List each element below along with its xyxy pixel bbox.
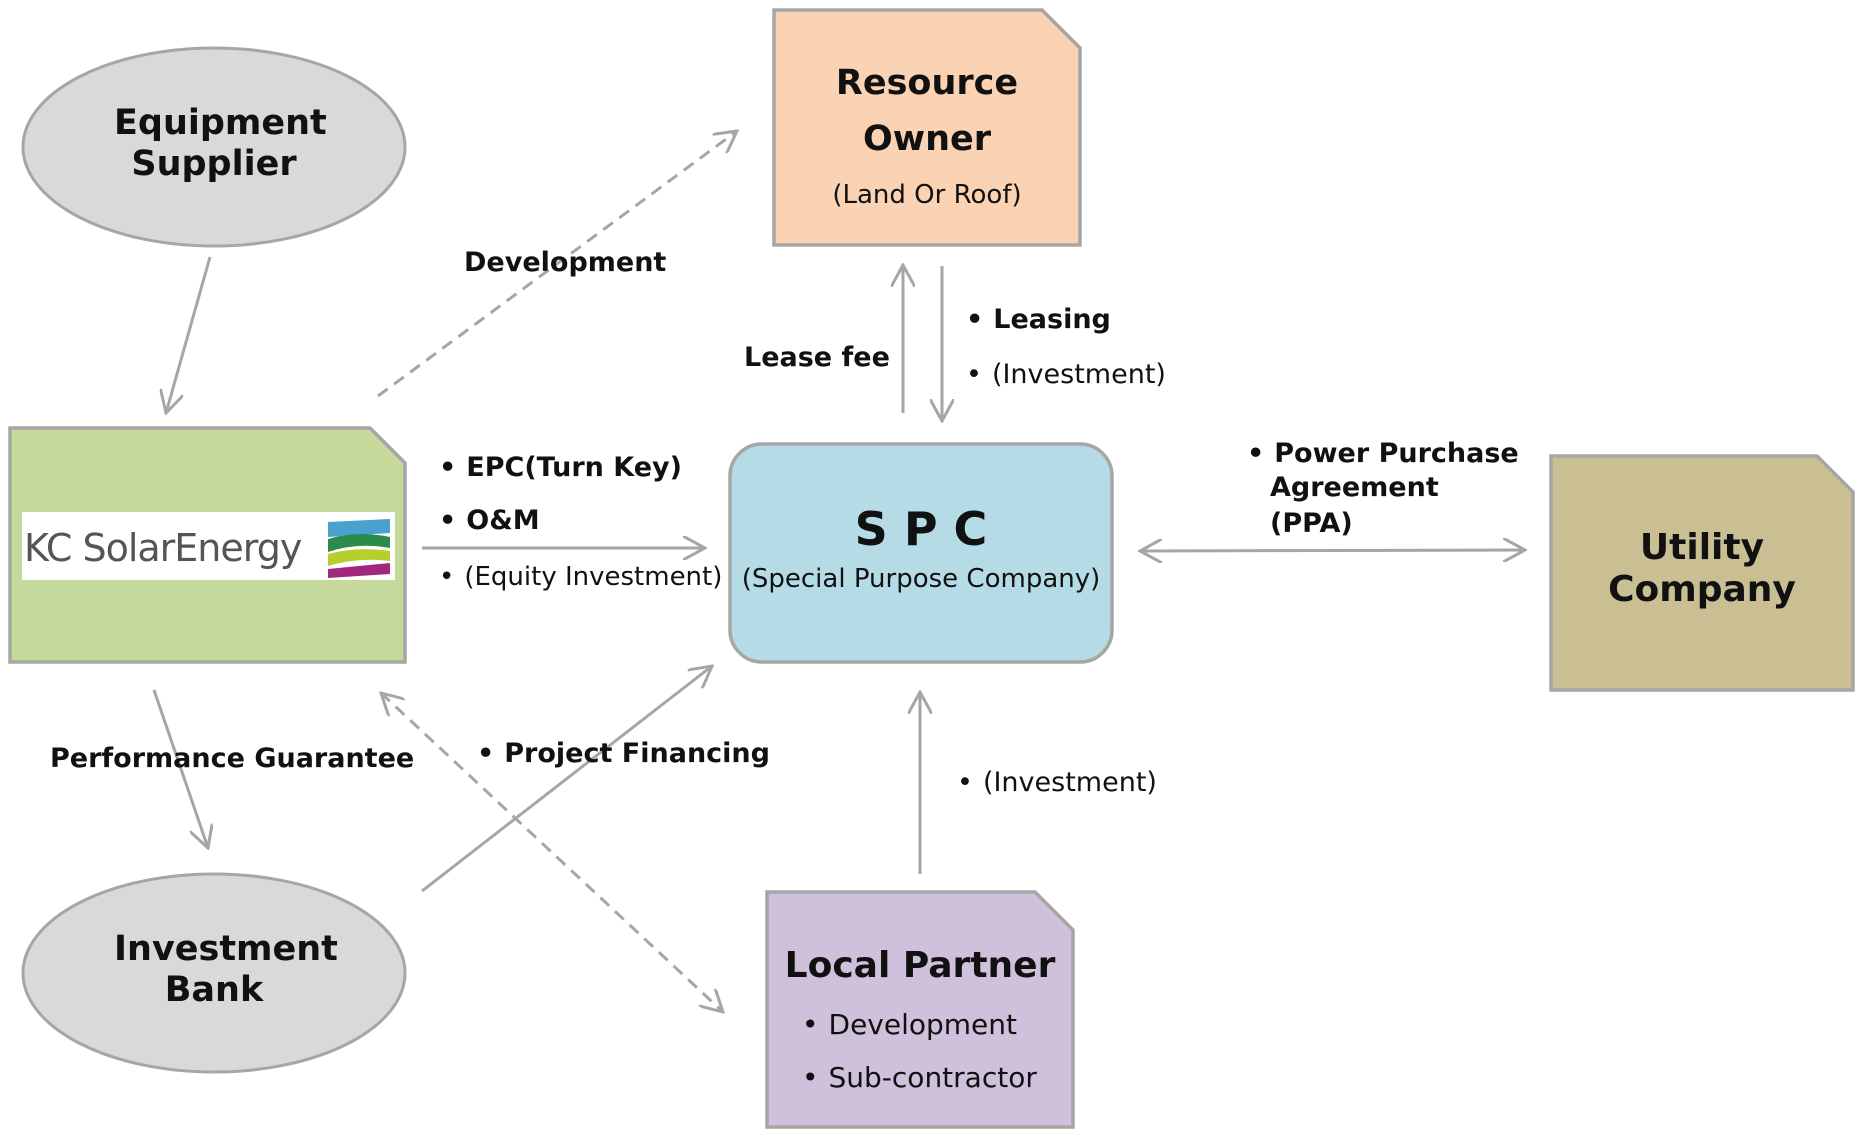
kc-logo-mark — [328, 519, 390, 578]
label-lease-fee: Lease fee — [744, 342, 890, 373]
resource-owner-line2: Owner — [862, 119, 991, 159]
equipment-supplier-line1: Equipment — [114, 103, 327, 143]
label-ppa-3: (PPA) — [1270, 508, 1353, 539]
label-local-investment: (Investment) — [957, 767, 1157, 798]
arrow-supplier-to-kc — [166, 256, 212, 413]
label-ppa-2: Agreement — [1270, 472, 1439, 503]
equipment-supplier-ellipse — [21, 46, 407, 248]
equipment-supplier-line2: Supplier — [131, 143, 297, 184]
local-partner-title: Local Partner — [784, 945, 1056, 986]
resource-owner-box — [772, 8, 1082, 247]
label-epc: EPC(Turn Key) — [439, 452, 682, 483]
arrow-development — [377, 131, 737, 398]
utility-company-label: Utility Company — [1551, 527, 1853, 611]
spc-box — [728, 442, 1114, 664]
label-leasing-investment: (Investment) — [966, 359, 1166, 390]
label-ppa-1: Power Purchase — [1247, 438, 1518, 469]
label-project-financing: Project Financing — [477, 738, 770, 769]
resource-owner-label: Resource Owner — [774, 55, 1080, 167]
utility-line2: Company — [1608, 569, 1796, 611]
label-performance-guarantee: Performance Guarantee — [50, 743, 415, 774]
equipment-supplier-label: Equipment Supplier — [114, 103, 327, 185]
investment-bank-line2: Bank — [164, 969, 264, 1010]
resource-owner-line1: Resource — [835, 63, 1019, 103]
arrow-ppa — [1140, 550, 1525, 551]
kc-logo-text: KC SolarEnergy — [24, 526, 302, 570]
arrow-project-financing — [421, 666, 712, 893]
label-om: O&M — [439, 505, 539, 536]
local-partner-bullet-2: Sub-contractor — [802, 1061, 1037, 1094]
local-partner-bullet-1: Development — [802, 1008, 1018, 1041]
utility-box — [1549, 454, 1855, 692]
utility-line1: Utility — [1639, 527, 1765, 568]
arrow-performance-guarantee — [152, 689, 208, 848]
label-leasing: Leasing — [966, 304, 1111, 335]
label-equity: (Equity Investment) — [439, 562, 722, 592]
investment-bank-label: Investment Bank — [114, 929, 338, 1011]
investment-bank-line1: Investment — [114, 929, 338, 969]
spc-title: S P C — [854, 502, 988, 556]
spc-sub: (Special Purpose Company) — [741, 564, 1101, 594]
label-development: Development — [464, 247, 667, 278]
resource-owner-sub: (Land Or Roof) — [832, 180, 1022, 210]
arrow-kc-local-dashed — [381, 693, 723, 1012]
